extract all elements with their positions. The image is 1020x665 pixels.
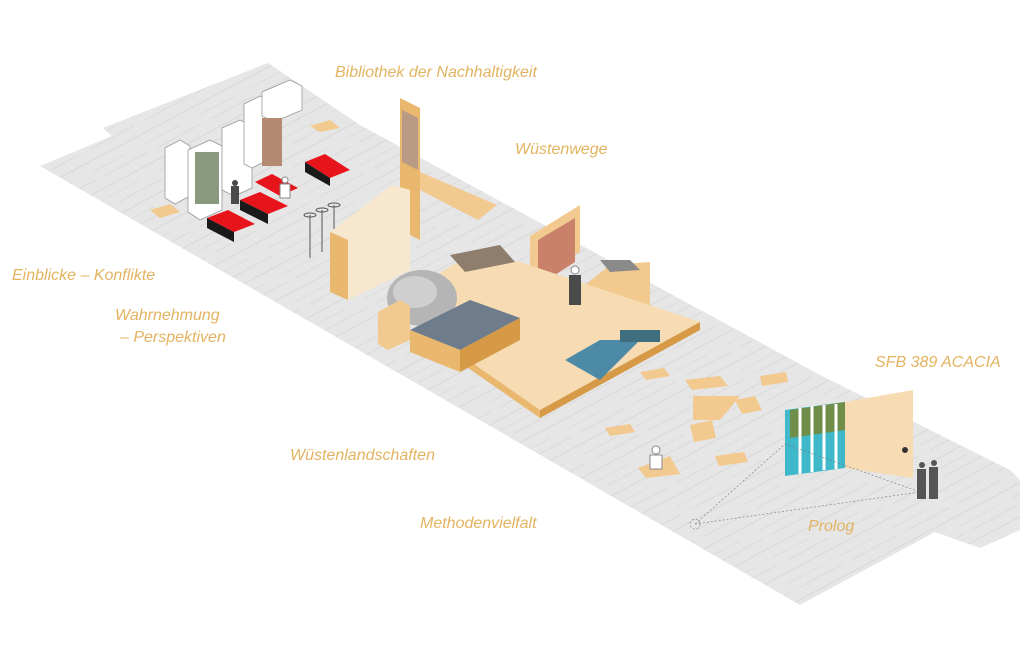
- sight-lines: [689, 443, 921, 530]
- label-einblicke: Einblicke – Konflikte: [12, 267, 156, 284]
- platform-edge-right: [540, 322, 700, 418]
- central-platform: [410, 255, 700, 410]
- prolog-panel: [785, 390, 913, 478]
- label-wuestenlandschaften: Wüstenlandschaften: [290, 447, 435, 464]
- seated-figure-wedge: [638, 445, 680, 478]
- label-prolog: Prolog: [808, 518, 855, 535]
- exhibit-vitrines: [378, 245, 660, 380]
- label-wuestenwege: Wüstenwege: [515, 141, 608, 158]
- label-wahrnehmung-2: – Perspektiven: [120, 329, 226, 346]
- floor-markers: [150, 120, 788, 466]
- visitor-figures-library: [231, 176, 291, 204]
- visitor-figure-platform: [569, 265, 581, 305]
- label-bibliothek: Bibliothek der Nachhaltigkeit: [335, 64, 537, 81]
- label-methodenvielfalt: Methodenvielfalt: [420, 515, 537, 532]
- visitor-figures-prolog: [917, 460, 938, 499]
- library-plinths: [164, 79, 303, 221]
- label-sfb: SFB 389 ACACIA: [875, 354, 1001, 371]
- label-wahrnehmung-1: Wahrnehmung: [115, 307, 220, 324]
